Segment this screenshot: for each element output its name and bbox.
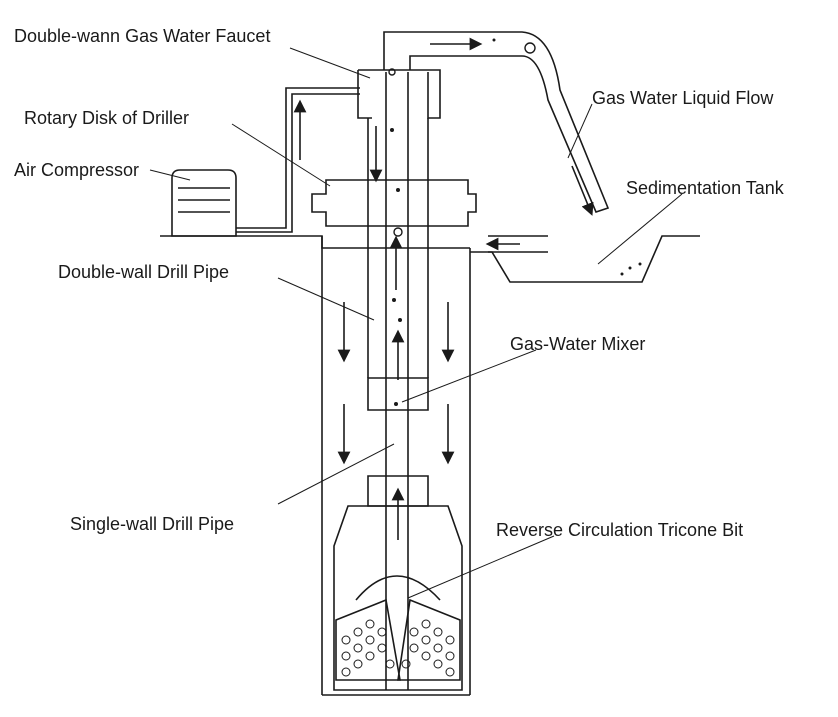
air-compressor-body xyxy=(171,169,237,237)
flow-arrows xyxy=(293,37,594,540)
label-rotary-disk: Rotary Disk of Driller xyxy=(24,108,189,128)
label-liquid-flow: Gas Water Liquid Flow xyxy=(592,88,774,108)
label-air-compressor: Air Compressor xyxy=(14,160,139,180)
gas-water-mixer-body xyxy=(367,377,429,411)
cone-teeth xyxy=(341,619,455,677)
inner-pipe xyxy=(385,72,409,690)
label-gas-water-mixer: Gas-Water Mixer xyxy=(510,334,645,354)
leader-lines xyxy=(149,47,683,599)
right-cone xyxy=(397,598,461,681)
label-double-wall-pipe: Double-wall Drill Pipe xyxy=(58,262,229,282)
label-single-wall-pipe: Single-wall Drill Pipe xyxy=(70,514,234,534)
sedimentation-tank xyxy=(470,235,700,283)
discharge-hose xyxy=(383,31,610,213)
outer-pipe xyxy=(367,118,429,378)
rotary-disk xyxy=(311,179,477,227)
faucet-body xyxy=(357,69,441,119)
debris-particles xyxy=(390,38,642,406)
tank-inlet-pipe xyxy=(488,235,548,253)
label-sedimentation-tank: Sedimentation Tank xyxy=(626,178,785,198)
tricone-bit-body xyxy=(333,505,463,691)
ground-left xyxy=(160,235,470,249)
label-tricone-bit: Reverse Circulation Tricone Bit xyxy=(496,520,743,540)
label-faucet: Double-wann Gas Water Faucet xyxy=(14,26,270,46)
bit-dome xyxy=(355,575,441,601)
air-supply-line xyxy=(236,87,360,233)
